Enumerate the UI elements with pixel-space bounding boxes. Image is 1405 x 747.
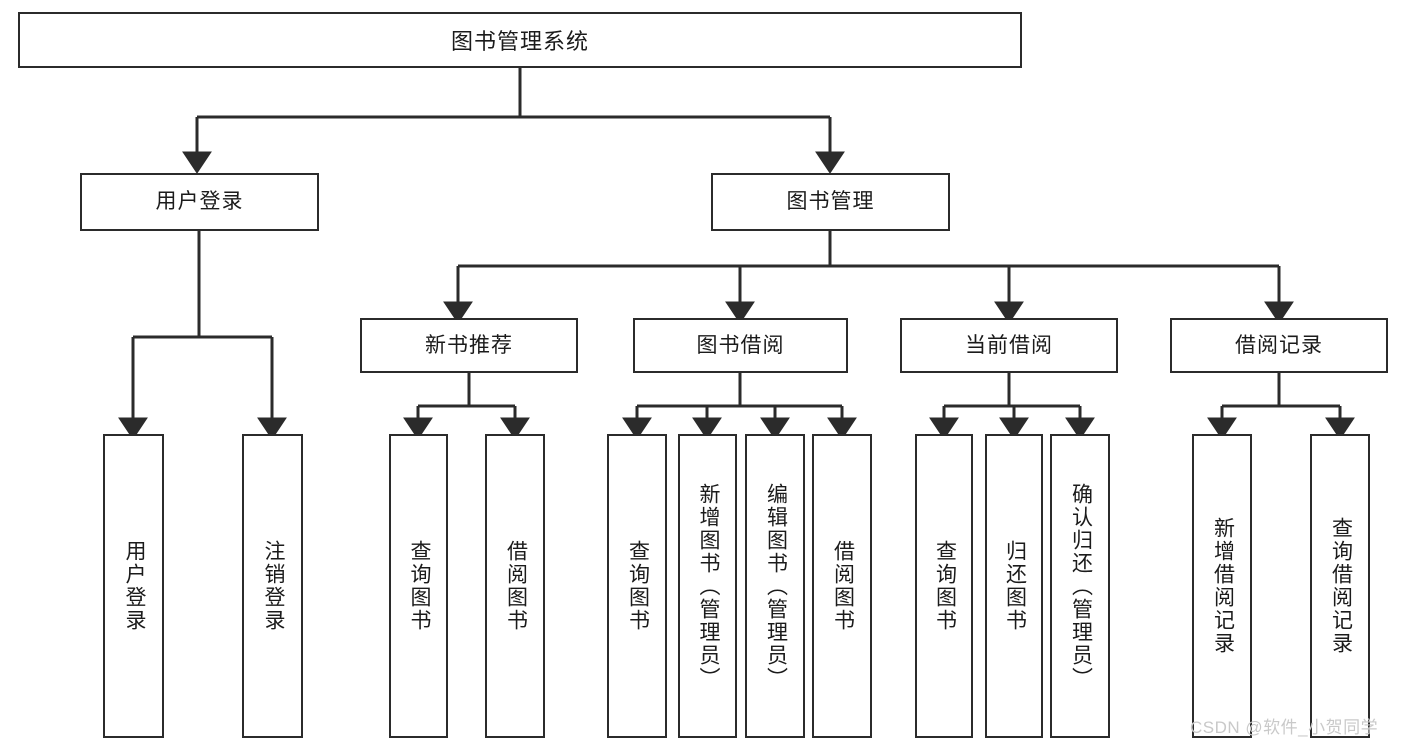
leaf-return-book[interactable]: 归还图书 (985, 434, 1043, 738)
watermark: CSDN @软件_小贺同学 (1190, 718, 1379, 737)
node-label: 图书管理 (786, 190, 875, 214)
node-label: 查询图书 (626, 540, 650, 632)
node-label: 用户登录 (122, 540, 146, 632)
node-label: 归还图书 (1003, 540, 1027, 632)
leaf-logout[interactable]: 注销登录 (242, 434, 303, 738)
node-label: 编辑图书（管理员） (764, 482, 788, 690)
leaf-borrow-book[interactable]: 借阅图书 (812, 434, 872, 738)
leaf-query-book-current[interactable]: 查询图书 (915, 434, 973, 738)
node-label: 确认归还（管理员） (1069, 482, 1093, 690)
node-label: 查询借阅记录 (1329, 517, 1353, 655)
node-root[interactable]: 图书管理系统 (18, 12, 1022, 68)
leaf-edit-book-admin[interactable]: 编辑图书（管理员） (745, 434, 805, 738)
leaf-query-book-borrow[interactable]: 查询图书 (607, 434, 667, 738)
node-user-login[interactable]: 用户登录 (80, 173, 319, 231)
leaf-user-login[interactable]: 用户登录 (103, 434, 164, 738)
leaf-query-borrow-record[interactable]: 查询借阅记录 (1310, 434, 1370, 738)
node-label: 注销登录 (261, 540, 285, 632)
node-new-book-recommend[interactable]: 新书推荐 (360, 318, 578, 373)
node-label: 查询图书 (407, 540, 431, 632)
leaf-confirm-return-admin[interactable]: 确认归还（管理员） (1050, 434, 1110, 738)
node-label: 借阅图书 (831, 540, 855, 632)
node-current-borrow[interactable]: 当前借阅 (900, 318, 1118, 373)
node-label: 用户登录 (155, 190, 244, 214)
node-book-management[interactable]: 图书管理 (711, 173, 950, 231)
node-label: 图书借阅 (696, 333, 785, 357)
node-label: 借阅图书 (504, 540, 528, 632)
node-label: 新增图书（管理员） (696, 482, 720, 690)
leaf-borrow-book-recommend[interactable]: 借阅图书 (485, 434, 545, 738)
node-label: 当前借阅 (965, 333, 1053, 357)
node-label: 新书推荐 (425, 333, 513, 357)
leaf-add-borrow-record[interactable]: 新增借阅记录 (1192, 434, 1252, 738)
leaf-query-book-recommend[interactable]: 查询图书 (389, 434, 448, 738)
node-label: 借阅记录 (1235, 333, 1323, 357)
node-book-borrow[interactable]: 图书借阅 (633, 318, 848, 373)
node-borrow-record[interactable]: 借阅记录 (1170, 318, 1388, 373)
leaf-add-book-admin[interactable]: 新增图书（管理员） (678, 434, 737, 738)
node-label: 新增借阅记录 (1211, 517, 1235, 655)
node-label: 查询图书 (933, 540, 957, 632)
node-label: 图书管理系统 (450, 29, 589, 54)
